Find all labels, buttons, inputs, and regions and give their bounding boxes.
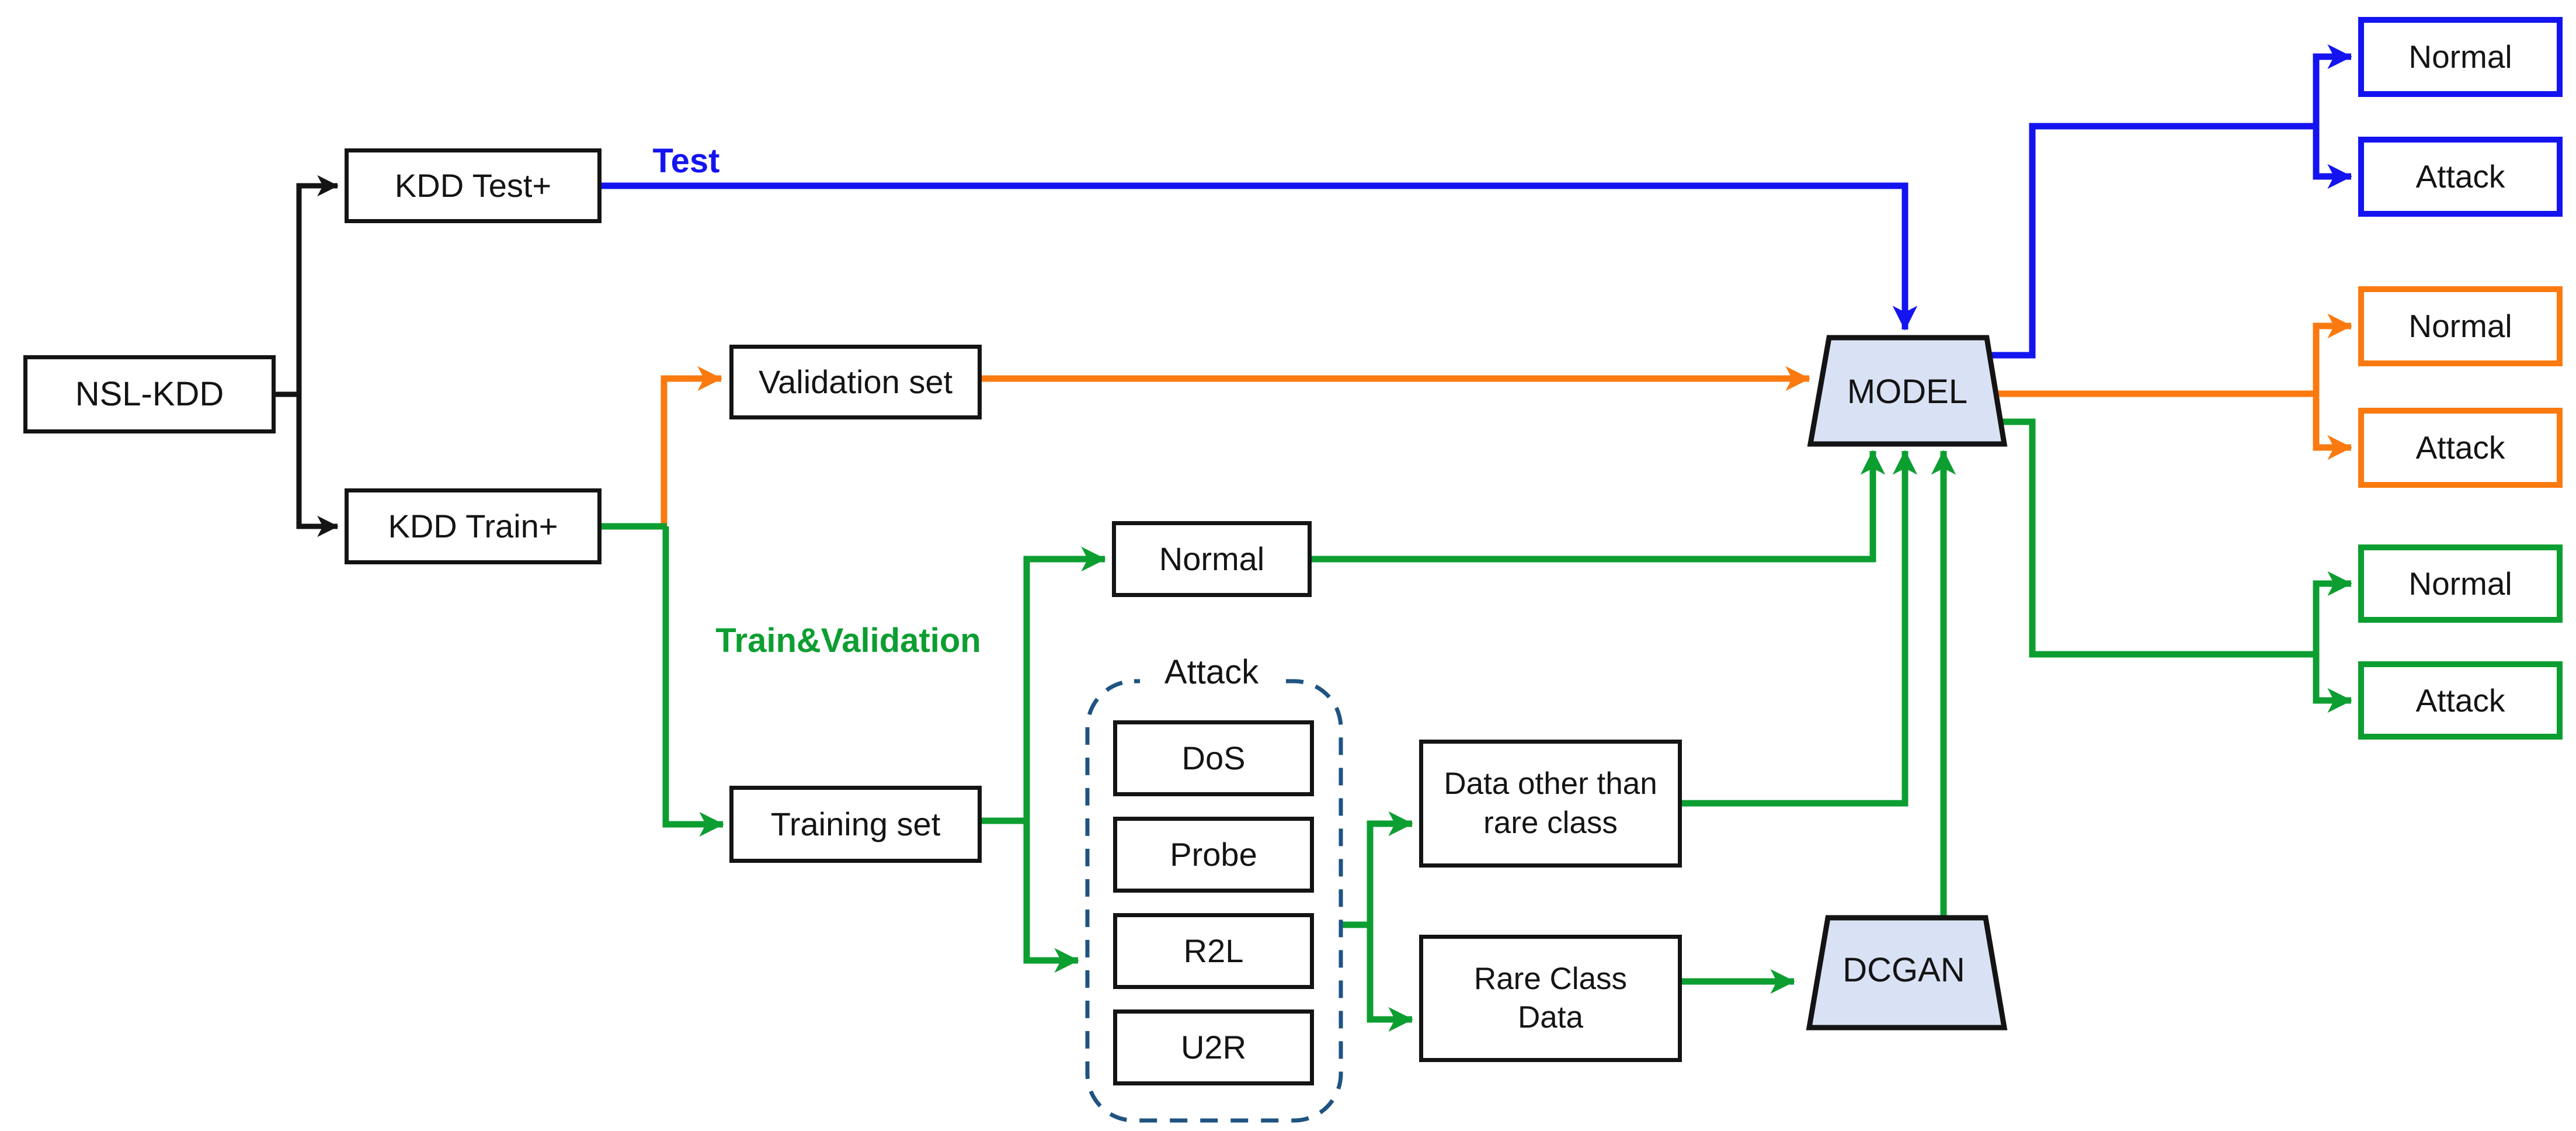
train-validation-flow-label: Train&Validation [715, 621, 981, 660]
group-to-rare-line [1367, 925, 1413, 1032]
dataset-to-kddtrain-line [296, 394, 339, 537]
validation-output-attack-line [2313, 394, 2352, 460]
training-set-label: Training set [770, 806, 941, 842]
u2r-box: U2R [1113, 1009, 1314, 1085]
normal-to-model-line [1312, 450, 1886, 563]
junction-to-validation-line [660, 366, 722, 526]
kdd-train-label: KDD Train+ [388, 508, 558, 544]
validation-set-label: Validation set [758, 363, 953, 400]
model-to-train-output-trunk [1991, 418, 2316, 658]
test-output-normal-box: Normal [2358, 17, 2563, 97]
group-to-nonrare-line [1367, 811, 1413, 925]
kdd-train-box: KDD Train+ [345, 488, 602, 564]
validation-set-box: Validation set [729, 345, 982, 419]
rare-class-data-box: Rare Class Data [1419, 935, 1682, 1062]
kddtest-to-model-line [602, 182, 1918, 331]
probe-box: Probe [1113, 817, 1314, 893]
train-output-attack-box: Attack [2358, 661, 2563, 740]
black-connectors [276, 175, 339, 537]
dataset-label: NSL-KDD [75, 374, 224, 413]
dataset-to-kddtest-line [276, 175, 339, 397]
test-flow-lines [602, 44, 2352, 359]
validation-output-normal-line [2313, 313, 2352, 394]
r2l-box: R2L [1113, 913, 1314, 989]
train-output-normal-box: Normal [2358, 544, 2563, 623]
dataset-box: NSL-KDD [23, 355, 276, 433]
attack-group [1085, 679, 1343, 1123]
training-to-attack-group-line [1023, 821, 1079, 973]
train-output-normal-line [2313, 571, 2352, 654]
test-output-attack-box: Attack [2358, 137, 2563, 217]
dcgan-label: DCGAN [1843, 950, 1965, 989]
model-to-test-output-trunk [1984, 123, 2316, 359]
dcgan-trapezoid [1806, 915, 2008, 1031]
test-output-attack-line [2313, 126, 2352, 189]
train-output-attack-line [2313, 654, 2352, 713]
train-flow-lines [602, 418, 2352, 1032]
normal-class-box: Normal [1112, 521, 1312, 597]
test-flow-label: Test [652, 141, 720, 180]
training-to-normal-line [1023, 546, 1106, 821]
non-rare-data-box: Data other than rare class [1419, 740, 1682, 868]
dos-box: DoS [1113, 720, 1314, 796]
validation-output-normal-box: Normal [2358, 286, 2563, 366]
kdd-test-label: KDD Test+ [394, 167, 552, 204]
normal-class-label: Normal [1159, 540, 1265, 577]
training-set-box: Training set [729, 786, 982, 863]
kdd-test-box: KDD Test+ [345, 148, 602, 223]
nonrare-to-model-line [1682, 450, 1918, 807]
junction-to-training-line [662, 526, 724, 837]
validation-output-attack-box: Attack [2358, 408, 2563, 488]
model-trapezoid [1807, 335, 2008, 447]
attack-group-label: Attack [1140, 647, 1283, 696]
model-label: MODEL [1847, 372, 1968, 411]
test-output-normal-line [2313, 44, 2352, 126]
validation-flow-lines [660, 313, 2352, 526]
